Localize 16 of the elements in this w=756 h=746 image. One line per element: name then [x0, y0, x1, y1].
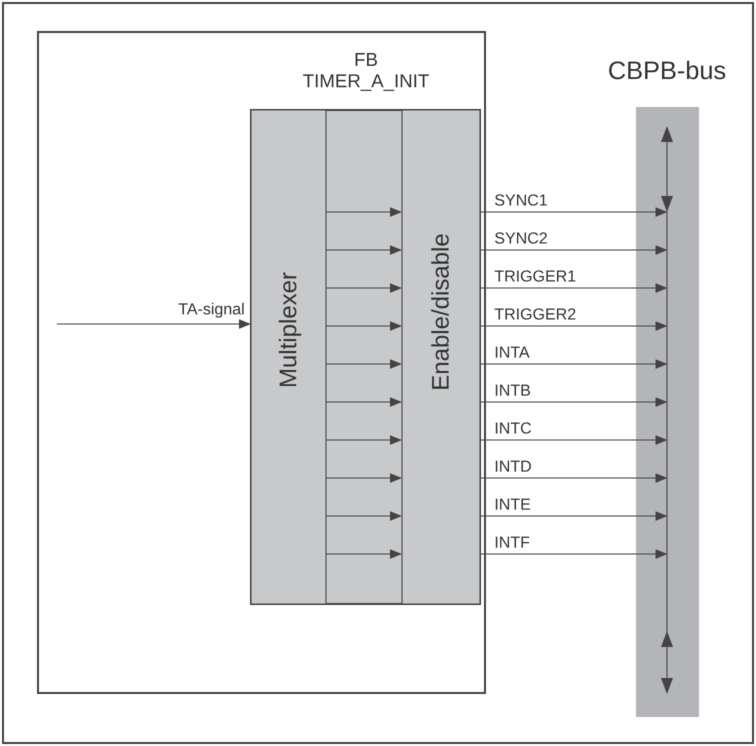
- signal-label: INTD: [493, 459, 533, 473]
- bus-bar: CBPB-bus: [609, 60, 726, 717]
- signal-label: INTA: [493, 345, 531, 359]
- node-label: FB TIMER_A_INIT: [303, 53, 429, 91]
- signal-label: INTC: [493, 421, 533, 435]
- signal-label: TRIGGER2: [493, 307, 578, 321]
- signal-label: TA-signal: [176, 301, 246, 319]
- signal-label: INTE: [493, 497, 532, 511]
- signal-label: SYNC1: [493, 193, 550, 207]
- multiplexer-column: Multiplexer: [250, 109, 327, 605]
- signal-label: TRIGGER1: [493, 269, 578, 283]
- signal-label: SYNC2: [493, 231, 550, 245]
- enable-column: Enable/disable: [401, 109, 481, 605]
- node-label: CBPB-bus: [609, 60, 726, 80]
- signal-label: INTF: [493, 535, 532, 549]
- signal-label: INTB: [493, 383, 532, 397]
